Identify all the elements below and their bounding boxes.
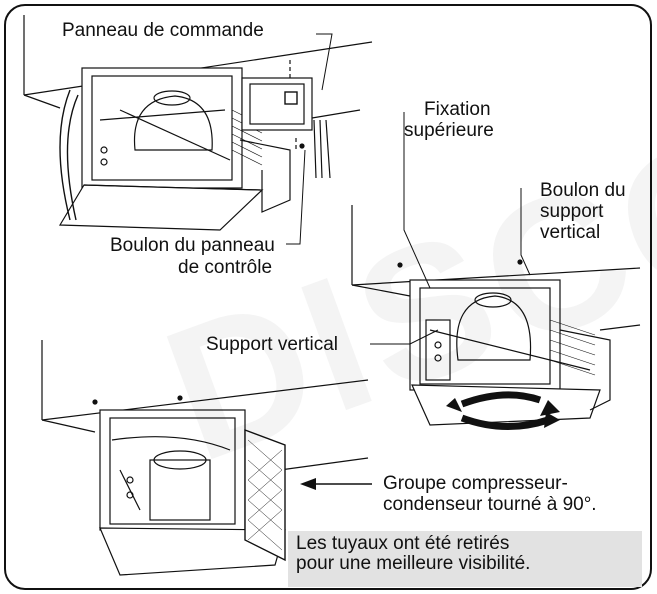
right-assembly [351, 205, 641, 430]
label-boulon-support-line2: support [540, 201, 604, 222]
label-boulon-panneau-line2: de contrôle [178, 257, 273, 278]
label-boulon-support-line3: vertical [540, 222, 601, 243]
label-fixation-line2: supérieure [404, 120, 494, 141]
note-line2: pour une meilleure visibilité. [296, 553, 531, 574]
label-groupe-line1: Groupe compresseur- [383, 473, 568, 494]
outer-frame [4, 4, 652, 590]
label-panneau-commande: Panneau de commande [62, 20, 264, 41]
label-boulon-support-line1: Boulon du [540, 180, 626, 201]
top-assembly [23, 15, 373, 231]
note-line1: Les tuyaux ont été retirés [296, 533, 510, 554]
leader-lines [286, 33, 531, 345]
rotation-arrow [300, 478, 372, 490]
visibility-note: Les tuyaux ont été retirés pour une meil… [288, 531, 642, 587]
label-fixation-line1: Fixation [424, 99, 491, 120]
bottom-assembly [41, 340, 369, 576]
label-groupe-line2: condenseur tourné à 90°. [383, 494, 597, 515]
label-support-vertical: Support vertical [206, 334, 339, 355]
label-boulon-panneau-line1: Boulon du panneau [110, 235, 275, 256]
